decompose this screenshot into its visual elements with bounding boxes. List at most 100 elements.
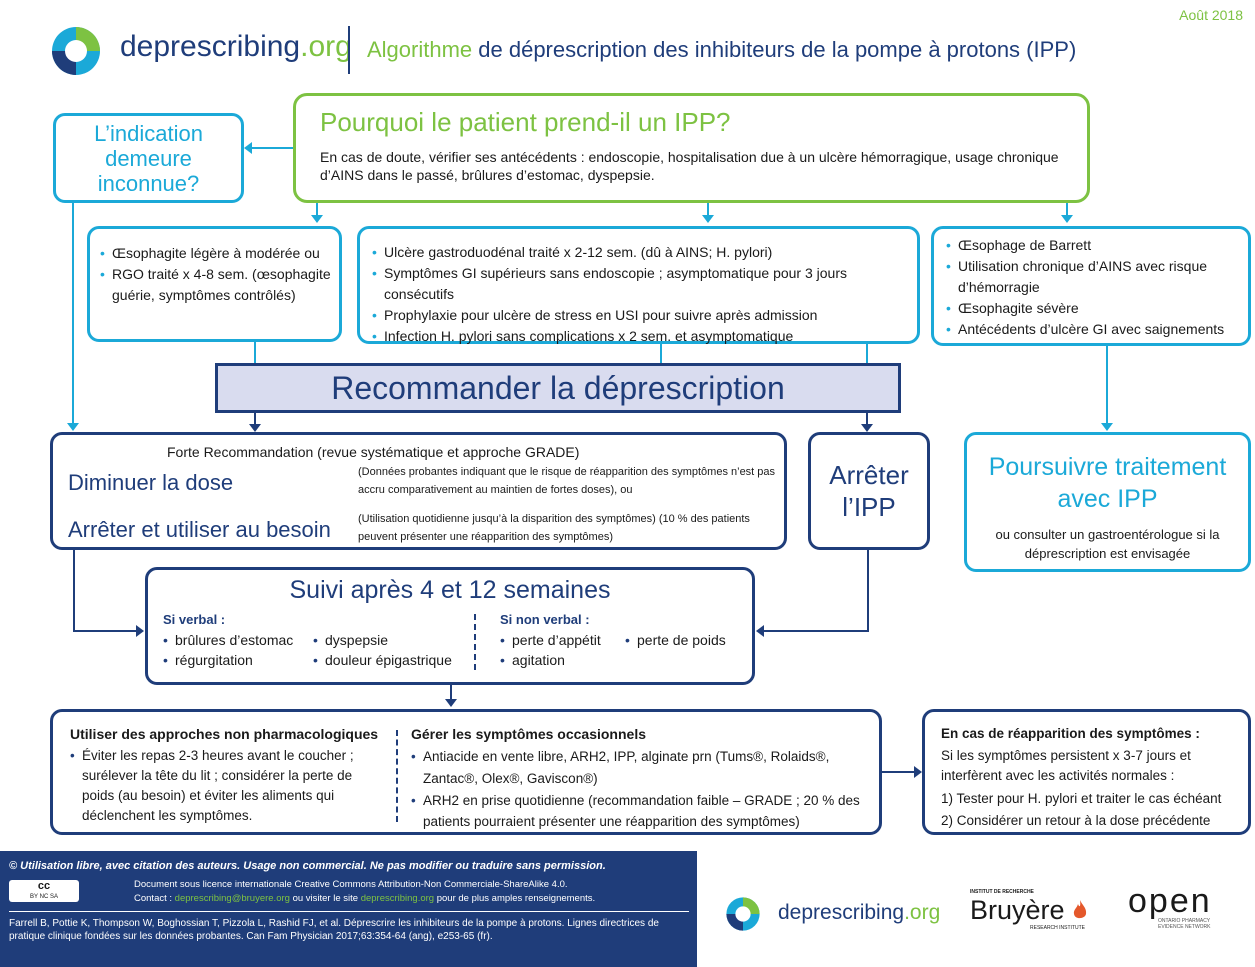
question-title: Pourquoi le patient prend-il un IPP? <box>320 107 731 137</box>
deprescribing-logo-icon <box>52 27 100 75</box>
list-item: Œsophagite légère à modérée ou <box>100 243 331 264</box>
list-item: Utilisation chronique d’AINS avec risque… <box>946 256 1242 298</box>
connector <box>73 550 75 631</box>
relapse-text: Si les symptômes persistent x 3-7 jours … <box>941 748 1191 783</box>
reduce-option-dose: Diminuer la dose <box>68 470 234 495</box>
verbal-list-1: brûlures d’estomac régurgitation <box>163 630 313 670</box>
arrowhead <box>861 424 873 432</box>
nonverbal-list-1: perte d’appétit agitation <box>500 630 625 670</box>
continue-box: Poursuivre traitement avec IPP ou consul… <box>964 432 1251 572</box>
list-item: Prophylaxie pour ulcère de stress en USI… <box>372 305 911 326</box>
connector <box>254 413 256 424</box>
logo-word: deprescribing <box>120 30 301 63</box>
partner-logo-word: deprescribing <box>778 901 905 924</box>
cc-badge-main: cc <box>37 880 51 892</box>
list-item: perte d’appétit <box>500 630 625 650</box>
partner-deprescribing-logo: deprescribing.org <box>778 901 940 925</box>
header-divider <box>348 26 350 74</box>
nonpharm-list: Éviter les repas 2-3 heures avant le cou… <box>70 746 385 826</box>
followup-title: Suivi après 4 et 12 semaines <box>289 576 611 604</box>
reduce-option-stop: Arrêter et utiliser au besoin <box>68 517 331 542</box>
list-item: RGO traité x 4-8 sem. (œsophagite guérie… <box>100 264 331 306</box>
list-item: agitation <box>500 650 625 670</box>
list-item: ARH2 en prise quotidienne (recommandatio… <box>411 790 871 832</box>
connector <box>72 203 74 423</box>
indication-list-mild: Œsophagite légère à modérée ou RGO trait… <box>100 243 331 306</box>
title-rest: de déprescription des inhibiteurs de la … <box>472 37 1077 62</box>
contact-end: pour de plus amples renseignements. <box>434 893 596 904</box>
verbal-list-2: dyspepsie douleur épigastrique <box>313 630 473 670</box>
license-text: Document sous licence internationale Cre… <box>134 879 568 890</box>
connector <box>252 147 293 149</box>
bruyere-bottom: RESEARCH INSTITUTE <box>1030 925 1086 931</box>
recommend-bar: Recommander la déprescription <box>215 363 901 413</box>
arrowhead <box>136 625 144 637</box>
question-box: Pourquoi le patient prend-il un IPP? En … <box>293 93 1090 203</box>
reduce-option-dose-note: (Données probantes indiquant que le risq… <box>358 466 776 496</box>
connector <box>867 550 869 631</box>
question-text: En cas de doute, vérifier ses antécédent… <box>320 149 1059 183</box>
connector <box>866 344 868 365</box>
followup-box: Suivi après 4 et 12 semaines Si verbal :… <box>145 567 755 685</box>
connector <box>254 342 256 365</box>
manage-divider <box>396 730 398 822</box>
stop-box: Arrêter l’IPP <box>808 432 930 550</box>
relapse-step-1: 1) Tester pour H. pylori et traiter le c… <box>941 791 1222 806</box>
relapse-title: En cas de réapparition des symptômes : <box>941 726 1200 741</box>
list-item: brûlures d’estomac <box>163 630 313 650</box>
open-logo: open ONTARIO PHARMACY EVIDENCE NETWORK <box>1128 884 1240 930</box>
list-item: Œsophage de Barrett <box>946 235 1242 256</box>
logo-suffix: .org <box>300 30 352 63</box>
bruyere-word: Bruyère <box>970 895 1065 925</box>
list-item: Antiacide en vente libre, ARH2, IPP, alg… <box>411 746 871 790</box>
manage-box: Utiliser des approches non pharmacologiq… <box>50 709 882 835</box>
occasional-list: Antiacide en vente libre, ARH2, IPP, alg… <box>411 746 871 832</box>
reduce-header: Forte Recommandation (revue systématique… <box>167 444 580 460</box>
unknown-indication-text: L’indication demeure inconnue? <box>94 120 203 196</box>
contact-site-link[interactable]: deprescribing.org <box>360 893 435 904</box>
arrowhead <box>311 215 323 223</box>
connector <box>882 771 916 773</box>
indication-box-treated: Ulcère gastroduodénal traité x 2-12 sem.… <box>357 226 920 347</box>
connector <box>707 203 709 215</box>
verbal-label: Si verbal : <box>163 612 226 627</box>
occasional-title: Gérer les symptômes occasionnels <box>411 726 646 742</box>
title-accent: Algorithme <box>367 37 473 62</box>
connector <box>1106 346 1108 423</box>
connector <box>660 344 662 365</box>
contact-email-link[interactable]: deprescribing@bruyere.org <box>174 893 290 904</box>
indication-box-mild: Œsophagite légère à modérée ou RGO trait… <box>87 226 342 342</box>
license-rule <box>9 911 689 912</box>
page-title: Algorithme de déprescription des inhibit… <box>367 37 1076 63</box>
cc-badge-icon: cc BY NC SA <box>9 880 79 902</box>
connector <box>450 685 452 699</box>
list-item: Antécédents d’ulcère GI avec saignements <box>946 319 1242 340</box>
indication-list-chronic: Œsophage de Barrett Utilisation chroniqu… <box>946 235 1242 340</box>
connector <box>764 630 869 632</box>
arrowhead <box>249 424 261 432</box>
arrowhead <box>67 423 79 431</box>
open-word: open <box>1128 882 1212 920</box>
arrowhead <box>445 699 457 707</box>
arrowhead <box>244 142 252 154</box>
indication-list-treated: Ulcère gastroduodénal traité x 2-12 sem.… <box>372 242 911 347</box>
connector <box>866 413 868 424</box>
license-title: © Utilisation libre, avec citation des a… <box>9 860 606 872</box>
license-contact: Contact : deprescribing@bruyere.org ou v… <box>134 893 595 905</box>
reduce-box: Forte Recommandation (revue systématique… <box>50 432 787 550</box>
connector <box>73 630 136 632</box>
bruyere-name: Bruyère <box>970 896 1110 925</box>
citation-text: Farrell B, Pottie K, Thompson W, Boghoss… <box>9 918 659 942</box>
stop-line-1: Arrêter <box>829 460 909 490</box>
connector <box>1066 203 1068 215</box>
stop-line-2: l’IPP <box>842 492 896 522</box>
arrowhead <box>914 766 922 778</box>
list-item: Œsophagite sévère <box>946 298 1242 319</box>
contact-label: Contact : <box>134 893 175 904</box>
bruyere-top: INSTITUT DE RECHERCHE <box>970 889 1034 895</box>
deprescribing-logo-icon <box>726 897 760 931</box>
open-sub: ONTARIO PHARMACY EVIDENCE NETWORK <box>1158 918 1211 930</box>
list-item: douleur épigastrique <box>313 650 473 670</box>
list-item: Ulcère gastroduodénal traité x 2-12 sem.… <box>372 242 911 263</box>
flame-icon <box>1073 900 1087 919</box>
